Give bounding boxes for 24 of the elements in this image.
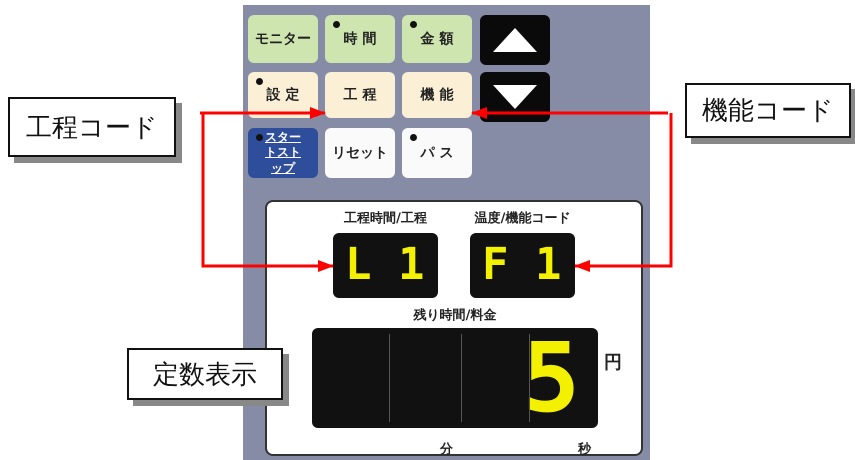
segment-digits: F 1 <box>482 243 562 287</box>
arrow <box>202 113 334 272</box>
segment-digits: L 1 <box>345 243 424 287</box>
panel-button: 金 額 <box>402 15 472 63</box>
unit-label: 分 <box>440 441 453 458</box>
unit-label: 円 <box>604 351 622 374</box>
down-arrow-button <box>480 72 550 122</box>
panel-button: パ ス <box>402 128 472 178</box>
display-heading: 残り時間/料金 <box>412 307 498 324</box>
display-heading: 工程時間/工程 <box>343 210 428 227</box>
panel-button: 工 程 <box>325 72 395 118</box>
panel-button: 機 能 <box>402 72 472 118</box>
unit-label: 秒 <box>578 441 591 458</box>
up-arrow-button <box>480 15 550 65</box>
panel-button: スタートストップ <box>248 128 318 178</box>
segment-digits: 5 <box>522 330 580 426</box>
panel-button: 設 定 <box>248 72 318 118</box>
arrow <box>200 107 326 119</box>
panel-button: モニター <box>248 15 318 63</box>
panel-button: 時 間 <box>325 15 395 63</box>
display-heading: 温度/機能コード <box>474 210 572 227</box>
arrow <box>471 107 668 119</box>
panel-button: リセット <box>325 128 395 178</box>
arrow <box>574 113 672 272</box>
